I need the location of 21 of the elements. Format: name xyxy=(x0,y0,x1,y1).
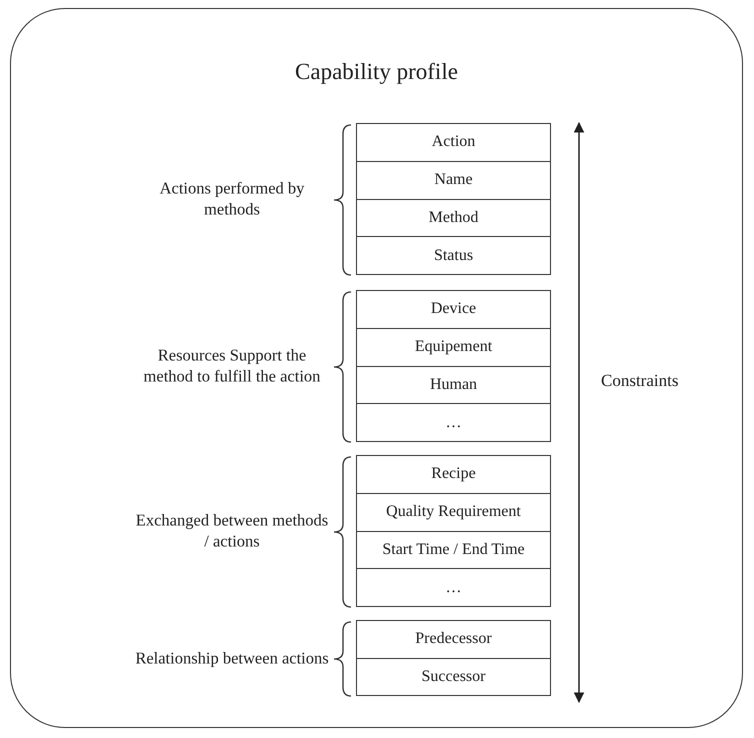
row-label: Action xyxy=(432,133,476,152)
row-label: Name xyxy=(434,171,473,190)
group-label: Resources Support the method to fulfill the action xyxy=(142,344,322,388)
row-label: Start Time / End Time xyxy=(382,540,525,559)
row-label: Human xyxy=(430,376,478,394)
row-label: … xyxy=(446,414,462,432)
row-label: Method xyxy=(428,208,478,227)
row-label: Recipe xyxy=(431,465,476,484)
group-label: Exchanged between methods / actions xyxy=(134,510,330,552)
row-label: Equipement xyxy=(414,338,492,356)
title: Capability profile xyxy=(294,59,459,85)
group-label: Actions performed by methods xyxy=(158,178,306,220)
row-label: Predecessor xyxy=(415,630,492,648)
profile-frame xyxy=(10,8,743,728)
row-label: Device xyxy=(430,300,476,318)
side-label: Constraints xyxy=(601,371,678,391)
group-label: Relationship between actions xyxy=(134,647,330,669)
row-label: Status xyxy=(434,246,474,265)
row-label: … xyxy=(446,578,462,597)
row-label: Quality Requirement xyxy=(386,503,521,522)
row-label: Successor xyxy=(422,668,486,686)
